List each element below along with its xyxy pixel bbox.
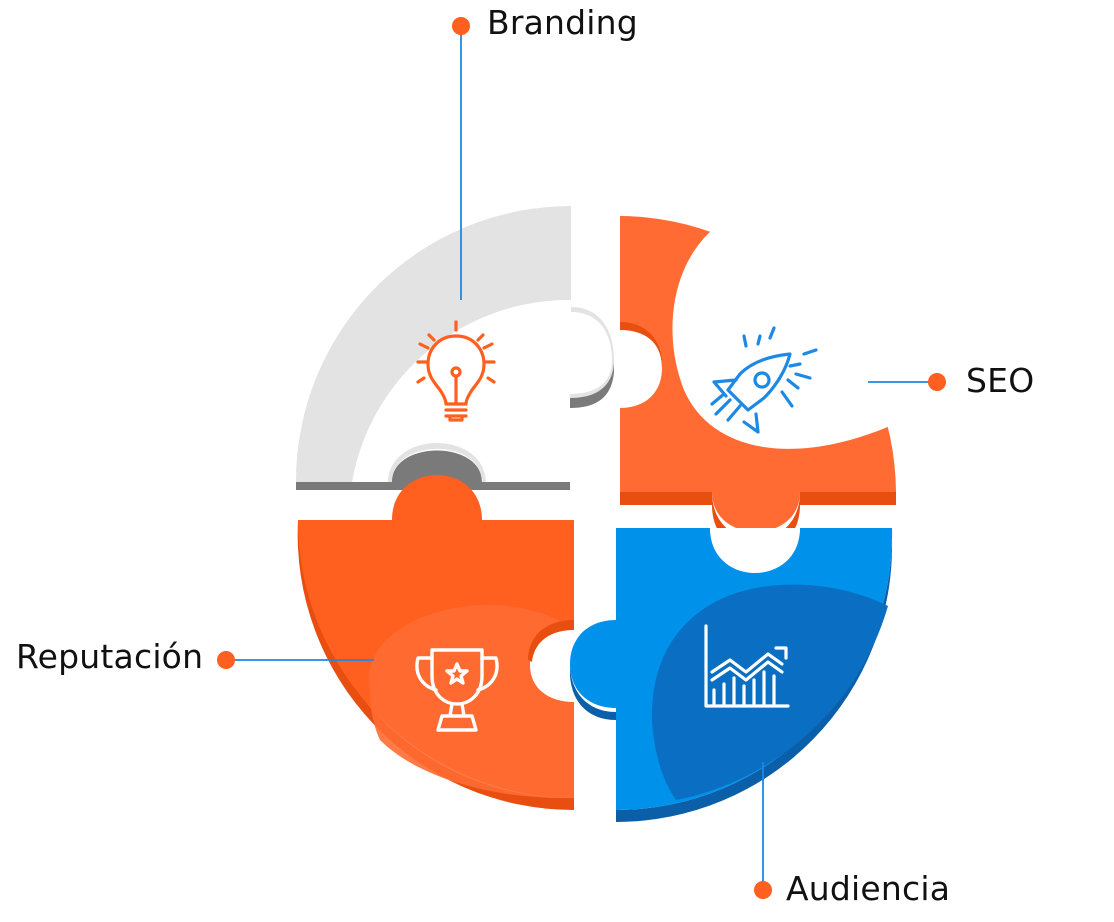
growth-chart-icon: [704, 624, 790, 708]
reputacion-label: Reputación: [16, 637, 204, 676]
lightbulb-icon: [416, 320, 496, 422]
connector-audiencia: [754, 762, 772, 899]
trophy-icon: [415, 648, 499, 732]
seo-label: SEO: [966, 361, 1035, 400]
puzzle-piece-reputacion: [297, 475, 574, 811]
reputacion-dot: [217, 651, 235, 669]
connector-reputacion: [217, 651, 374, 669]
rocket-icon: [710, 326, 818, 434]
puzzle-piece-audiencia: [570, 528, 893, 823]
connector-branding: [452, 17, 470, 300]
branding-label: Branding: [487, 3, 638, 42]
seo-dot: [928, 373, 946, 391]
connector-seo: [868, 373, 946, 391]
audiencia-dot: [754, 881, 772, 899]
audiencia-label: Audiencia: [786, 869, 951, 908]
puzzle-piece-branding: [295, 206, 614, 490]
branding-dot: [452, 17, 470, 35]
